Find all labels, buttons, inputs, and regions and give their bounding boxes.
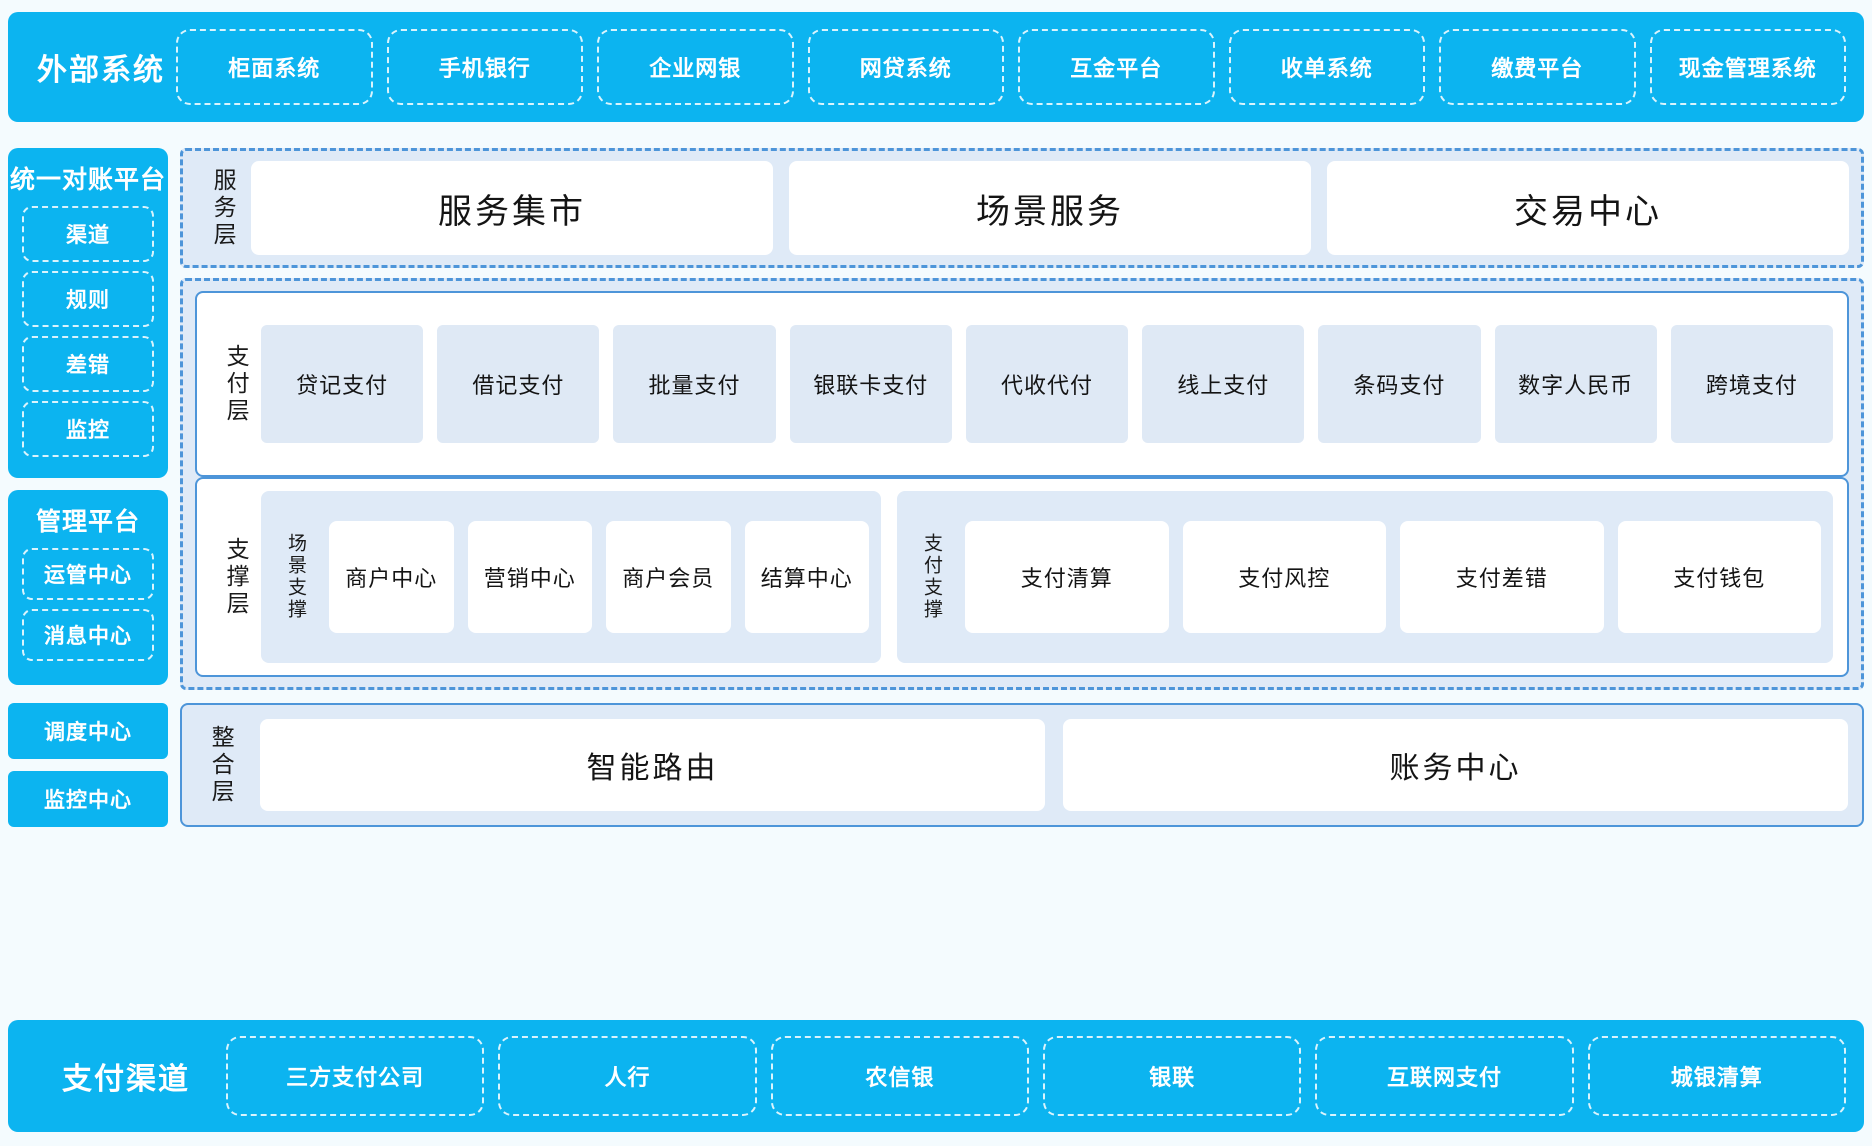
reconciliation-item-rule[interactable]: 规则 [22, 271, 154, 327]
service-layer-label: 服务层 [210, 167, 237, 249]
external-systems-list: 柜面系统 手机银行 企业网银 网贷系统 互金平台 收单系统 缴费平台 现金管理系… [176, 29, 1846, 105]
reconciliation-item-channel[interactable]: 渠道 [22, 206, 154, 262]
external-system-item[interactable]: 网贷系统 [807, 29, 1004, 105]
payment-card-digital-rmb[interactable]: 数字人民币 [1494, 325, 1657, 443]
integration-layer-label: 整合层 [208, 724, 235, 806]
service-layer-group: 服务层 服务集市 场景服务 交易中心 [180, 148, 1864, 268]
scheduling-center-block[interactable]: 调度中心 [8, 703, 168, 759]
service-card-scenario[interactable]: 场景服务 [789, 161, 1311, 255]
payment-channels-list: 三方支付公司 人行 农信银 银联 互联网支付 城银清算 [226, 1036, 1846, 1116]
reconciliation-platform-block: 统一对账平台 渠道 规则 差错 监控 [8, 148, 168, 478]
payment-channels-band: 支付渠道 三方支付公司 人行 农信银 银联 互联网支付 城银清算 [8, 1020, 1864, 1132]
payment-support-cards: 支付清算 支付风控 支付差错 支付钱包 [965, 521, 1821, 633]
payment-card-debit[interactable]: 借记支付 [437, 325, 600, 443]
payment-support-card-clearing[interactable]: 支付清算 [965, 521, 1169, 633]
scene-support-cards: 商户中心 营销中心 商户会员 结算中心 [329, 521, 869, 633]
payment-channel-item[interactable]: 三方支付公司 [226, 1036, 485, 1116]
external-system-item[interactable]: 企业网银 [597, 29, 794, 105]
payment-channel-item[interactable]: 人行 [498, 1036, 757, 1116]
payment-support-group: 支付支撑 支付清算 支付风控 支付差错 支付钱包 [897, 491, 1833, 663]
payment-support-label: 支付支撑 [920, 533, 942, 621]
payment-card-cross-border[interactable]: 跨境支付 [1670, 325, 1833, 443]
support-layer-panel: 支撑层 场景支撑 商户中心 营销中心 商户会员 结算中心 支付支撑 支付清算 [195, 477, 1849, 677]
management-item-operations[interactable]: 运管中心 [22, 548, 154, 600]
payment-card-barcode[interactable]: 条码支付 [1318, 325, 1481, 443]
payment-support-card-error[interactable]: 支付差错 [1400, 521, 1604, 633]
service-card-market[interactable]: 服务集市 [251, 161, 773, 255]
external-system-item[interactable]: 现金管理系统 [1649, 29, 1846, 105]
scene-card-merchant-member[interactable]: 商户会员 [606, 521, 731, 633]
payment-channel-item[interactable]: 银联 [1042, 1036, 1302, 1116]
external-systems-title: 外部系统 [37, 54, 165, 87]
scene-card-marketing-center[interactable]: 营销中心 [467, 521, 592, 633]
external-systems-band: 外部系统 柜面系统 手机银行 企业网银 网贷系统 互金平台 收单系统 缴费平台 … [8, 12, 1864, 122]
monitoring-center-block[interactable]: 监控中心 [8, 771, 168, 827]
payment-channel-item[interactable]: 互联网支付 [1315, 1036, 1574, 1116]
payment-layer-cards: 贷记支付 借记支付 批量支付 银联卡支付 代收代付 线上支付 条码支付 数字人民… [261, 325, 1833, 443]
management-item-message[interactable]: 消息中心 [22, 609, 154, 661]
scene-card-settlement-center[interactable]: 结算中心 [744, 521, 869, 633]
payment-card-online[interactable]: 线上支付 [1142, 325, 1305, 443]
payment-card-credit[interactable]: 贷记支付 [261, 325, 424, 443]
payment-and-support-group: 支付层 贷记支付 借记支付 批量支付 银联卡支付 代收代付 线上支付 条码支付 … [180, 278, 1864, 690]
payment-channel-item[interactable]: 城银清算 [1587, 1036, 1846, 1116]
external-system-item[interactable]: 柜面系统 [176, 29, 373, 105]
support-layer-label: 支撑层 [223, 536, 250, 618]
scene-card-merchant-center[interactable]: 商户中心 [329, 521, 454, 633]
support-layer-groups: 场景支撑 商户中心 营销中心 商户会员 结算中心 支付支撑 支付清算 支付风控 … [261, 491, 1833, 663]
payment-support-card-risk[interactable]: 支付风控 [1182, 521, 1386, 633]
payment-card-batch[interactable]: 批量支付 [613, 325, 776, 443]
scene-support-label: 场景支撑 [284, 533, 306, 621]
scene-support-group: 场景支撑 商户中心 营销中心 商户会员 结算中心 [261, 491, 881, 663]
service-layer-cards: 服务集市 场景服务 交易中心 [251, 161, 1849, 255]
external-system-item[interactable]: 缴费平台 [1439, 29, 1636, 105]
payment-layer-panel: 支付层 贷记支付 借记支付 批量支付 银联卡支付 代收代付 线上支付 条码支付 … [195, 291, 1849, 477]
payment-channel-item[interactable]: 农信银 [770, 1036, 1029, 1116]
external-system-item[interactable]: 收单系统 [1228, 29, 1425, 105]
integration-card-smart-routing[interactable]: 智能路由 [260, 719, 1045, 811]
management-platform-block: 管理平台 运管中心 消息中心 [8, 490, 168, 685]
payment-layer-label: 支付层 [223, 343, 250, 425]
integration-card-accounting[interactable]: 账务中心 [1063, 719, 1848, 811]
payment-card-unionpay[interactable]: 银联卡支付 [789, 325, 952, 443]
integration-layer-group: 整合层 智能路由 账务中心 [180, 703, 1864, 827]
service-card-transaction[interactable]: 交易中心 [1327, 161, 1849, 255]
payment-card-collection[interactable]: 代收代付 [965, 325, 1129, 443]
reconciliation-platform-title: 统一对账平台 [10, 166, 167, 194]
payment-channels-title: 支付渠道 [62, 1063, 190, 1096]
payment-support-card-wallet[interactable]: 支付钱包 [1617, 521, 1821, 633]
reconciliation-item-error[interactable]: 差错 [22, 336, 154, 392]
integration-layer-cards: 智能路由 账务中心 [260, 719, 1848, 811]
reconciliation-item-monitor[interactable]: 监控 [22, 401, 154, 457]
management-platform-title: 管理平台 [35, 508, 140, 536]
external-system-item[interactable]: 互金平台 [1018, 29, 1215, 105]
external-system-item[interactable]: 手机银行 [386, 29, 583, 105]
